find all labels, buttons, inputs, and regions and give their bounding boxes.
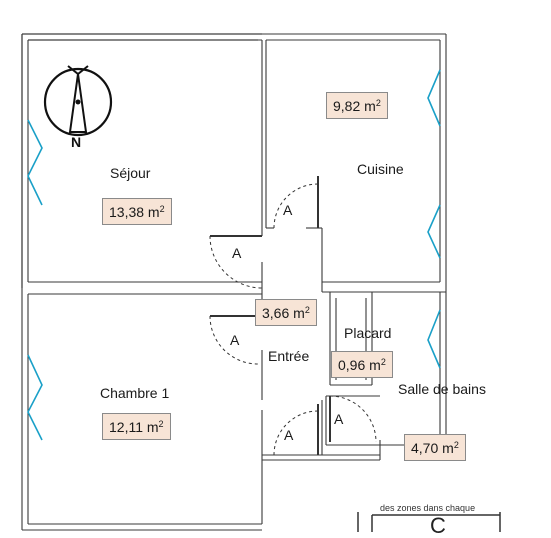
area-badge-chambre1: 12,11 m2 (102, 413, 171, 440)
legend-text: des zones dans chaque (380, 503, 476, 513)
windows (27, 69, 441, 441)
door-arc-cuisine (273, 183, 319, 229)
room-name-cuisine: Cuisine (357, 161, 404, 177)
window-cuisine-bottom (427, 204, 441, 259)
area-badge-salle-de-bains: 4,70 m2 (404, 434, 466, 461)
legend-letter: C (430, 513, 446, 538)
room-name-sejour: Séjour (110, 165, 151, 181)
window-cuisine-top (427, 69, 441, 127)
wall-sejour (21, 33, 262, 288)
area-badge-placard: 0,96 m2 (331, 351, 393, 378)
window-sejour (27, 119, 43, 206)
room-name-chambre1: Chambre 1 (100, 385, 170, 401)
room-name-entree: Entrée (268, 348, 310, 364)
door-label-bain: A (334, 411, 344, 427)
door-arc-bain (329, 395, 377, 443)
area-badge-cuisine: 9,82 m2 (326, 92, 388, 119)
door-swings (209, 176, 377, 456)
door-label-cuisine: A (283, 202, 293, 218)
door-label-entree: A (284, 427, 294, 443)
window-bain (427, 309, 441, 369)
door-arc-sejour (209, 235, 263, 289)
door-arc-chambre (209, 315, 259, 365)
compass-icon (43, 65, 113, 137)
room-name-salle-de-bains: Salle de bains (398, 381, 486, 397)
door-arc-entree (273, 410, 319, 456)
area-badge-entree: 3,66 m2 (255, 299, 317, 326)
area-badge-sejour: 13,38 m2 (102, 198, 172, 225)
door-label-chambre: A (230, 332, 240, 348)
legend-box (357, 512, 501, 532)
room-name-placard: Placard (344, 325, 392, 341)
window-chambre (27, 354, 43, 441)
door-label-sejour: A (232, 245, 242, 261)
compass-north-label: N (71, 134, 82, 150)
walls (21, 33, 262, 288)
